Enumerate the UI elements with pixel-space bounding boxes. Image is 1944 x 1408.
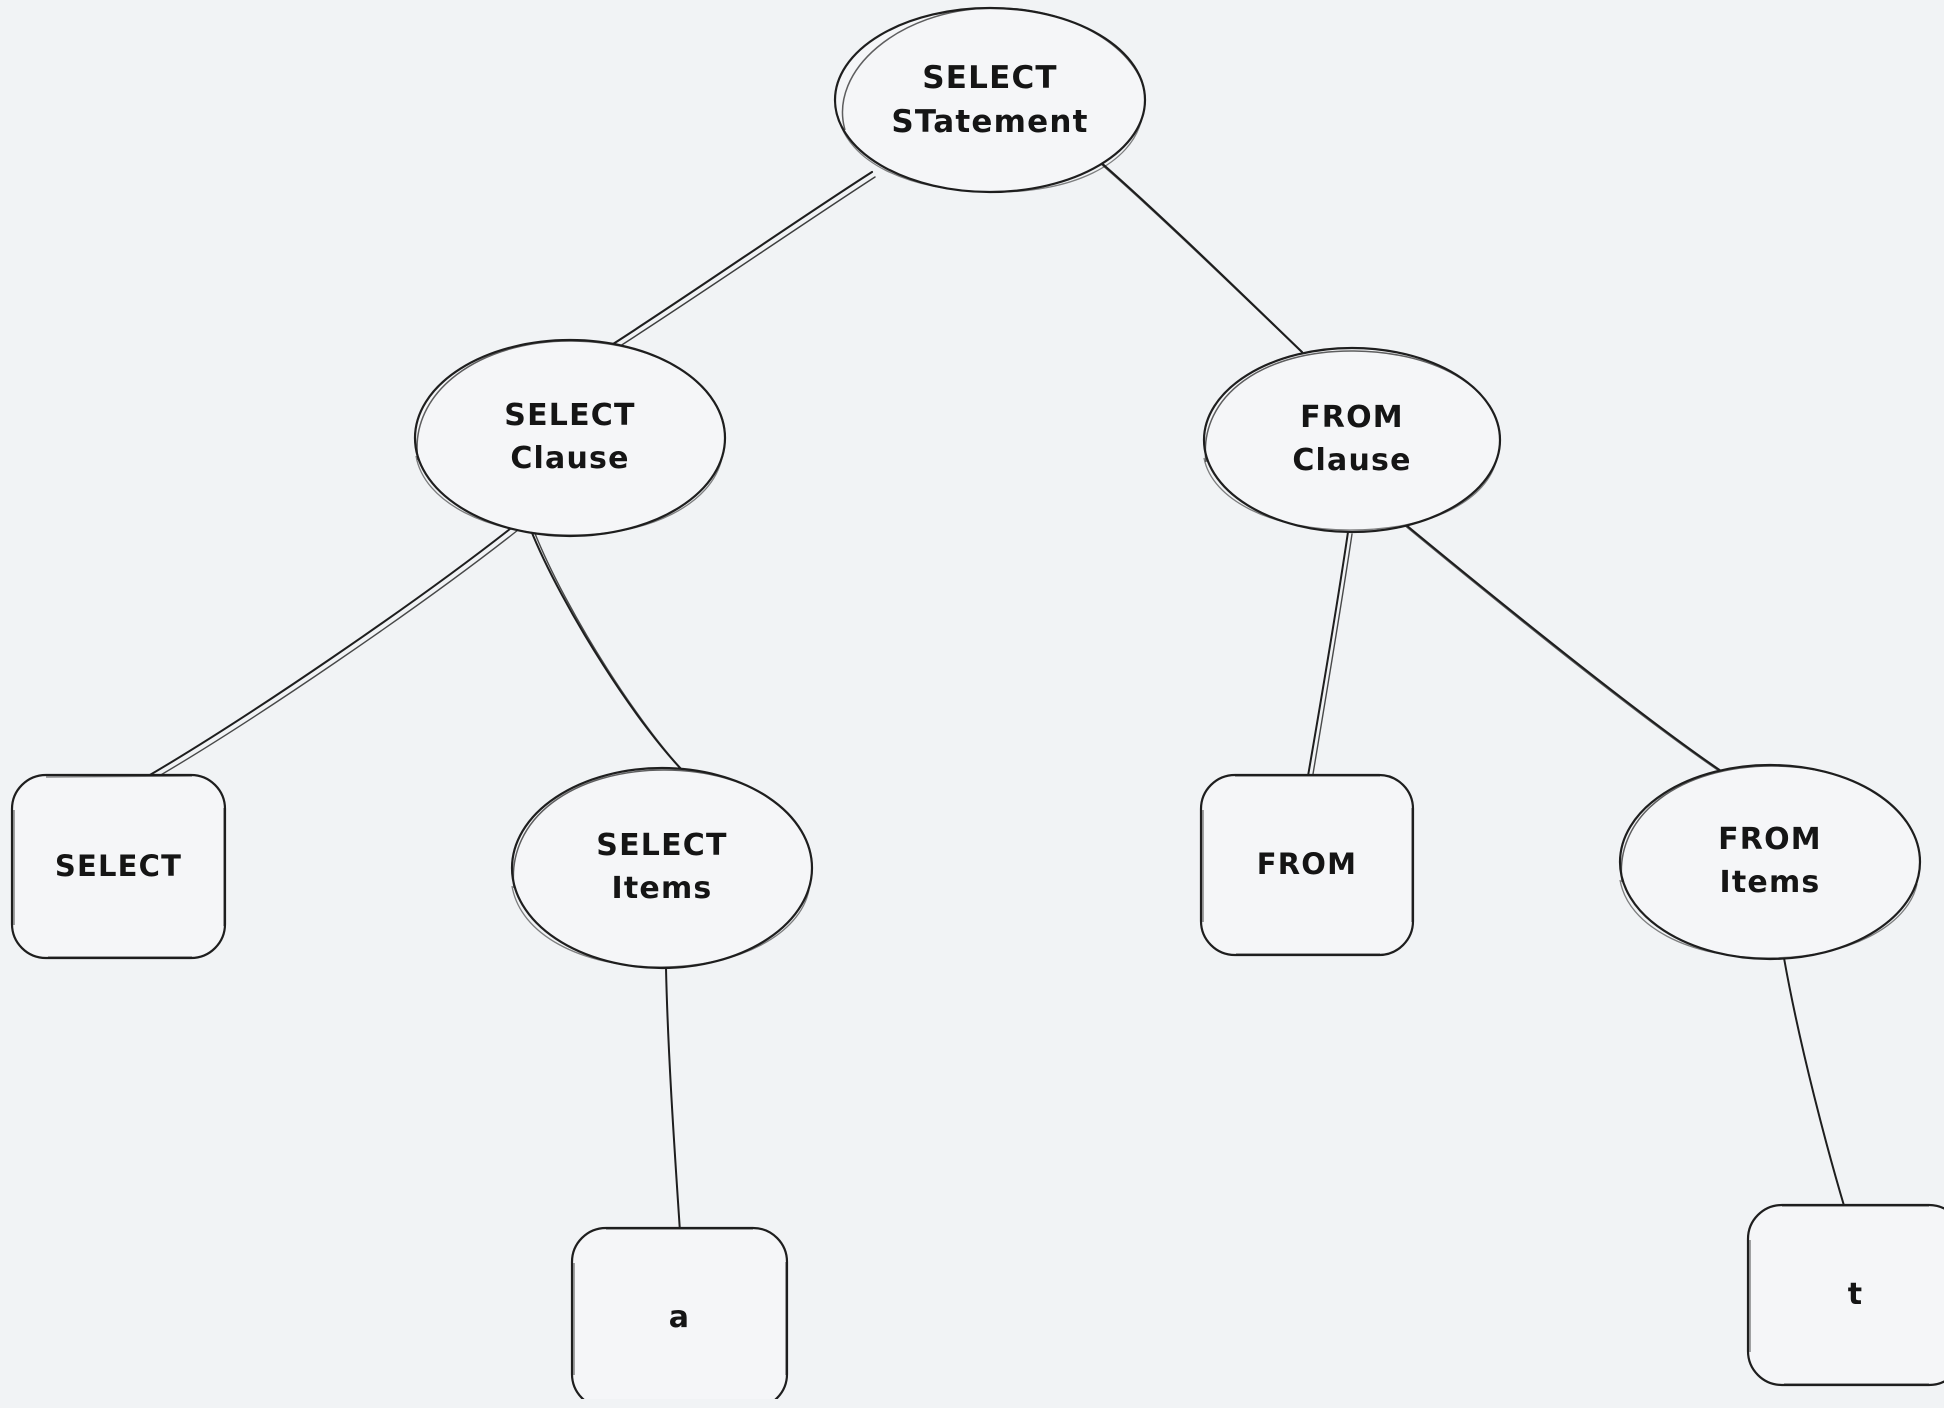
node-hit-leaf-t[interactable] <box>1748 1205 1944 1385</box>
node-select-terminal[interactable] <box>10 773 227 960</box>
node-hit-from-items[interactable] <box>1620 765 1920 959</box>
edge-stmt-fromclause[interactable] <box>1096 158 1307 357</box>
edge-fromclause-from[interactable] <box>1307 531 1353 781</box>
node-leaf-a[interactable] <box>570 1226 789 1399</box>
edge-selectitems-a[interactable] <box>665 967 681 1233</box>
node-select-clause[interactable] <box>413 338 727 538</box>
node-hit-leaf-a[interactable] <box>572 1228 787 1408</box>
node-hit-select-clause[interactable] <box>415 340 725 536</box>
edge-stmt-selectclause[interactable] <box>611 170 876 349</box>
node-hit-from-terminal[interactable] <box>1201 775 1413 955</box>
node-hit-select-items[interactable] <box>512 768 812 968</box>
node-select-statement[interactable] <box>833 6 1147 194</box>
edge-selectclause-select[interactable] <box>142 524 519 784</box>
node-leaf-t[interactable] <box>1746 1203 1944 1387</box>
node-from-items[interactable] <box>1618 763 1922 961</box>
edge-fromitems-t[interactable] <box>1783 957 1846 1210</box>
node-from-clause[interactable] <box>1202 346 1502 534</box>
node-hit-from-clause[interactable] <box>1204 348 1500 532</box>
edges-group <box>142 158 1846 1233</box>
node-hit-select-terminal[interactable] <box>12 775 225 958</box>
edge-fromclause-fromitems[interactable] <box>1399 519 1729 778</box>
node-hit-select-statement[interactable] <box>835 8 1145 192</box>
node-from-terminal[interactable] <box>1199 773 1415 957</box>
nodes-group <box>10 6 1944 1399</box>
edge-selectclause-selectitems[interactable] <box>529 527 695 783</box>
node-select-items[interactable] <box>510 766 814 970</box>
